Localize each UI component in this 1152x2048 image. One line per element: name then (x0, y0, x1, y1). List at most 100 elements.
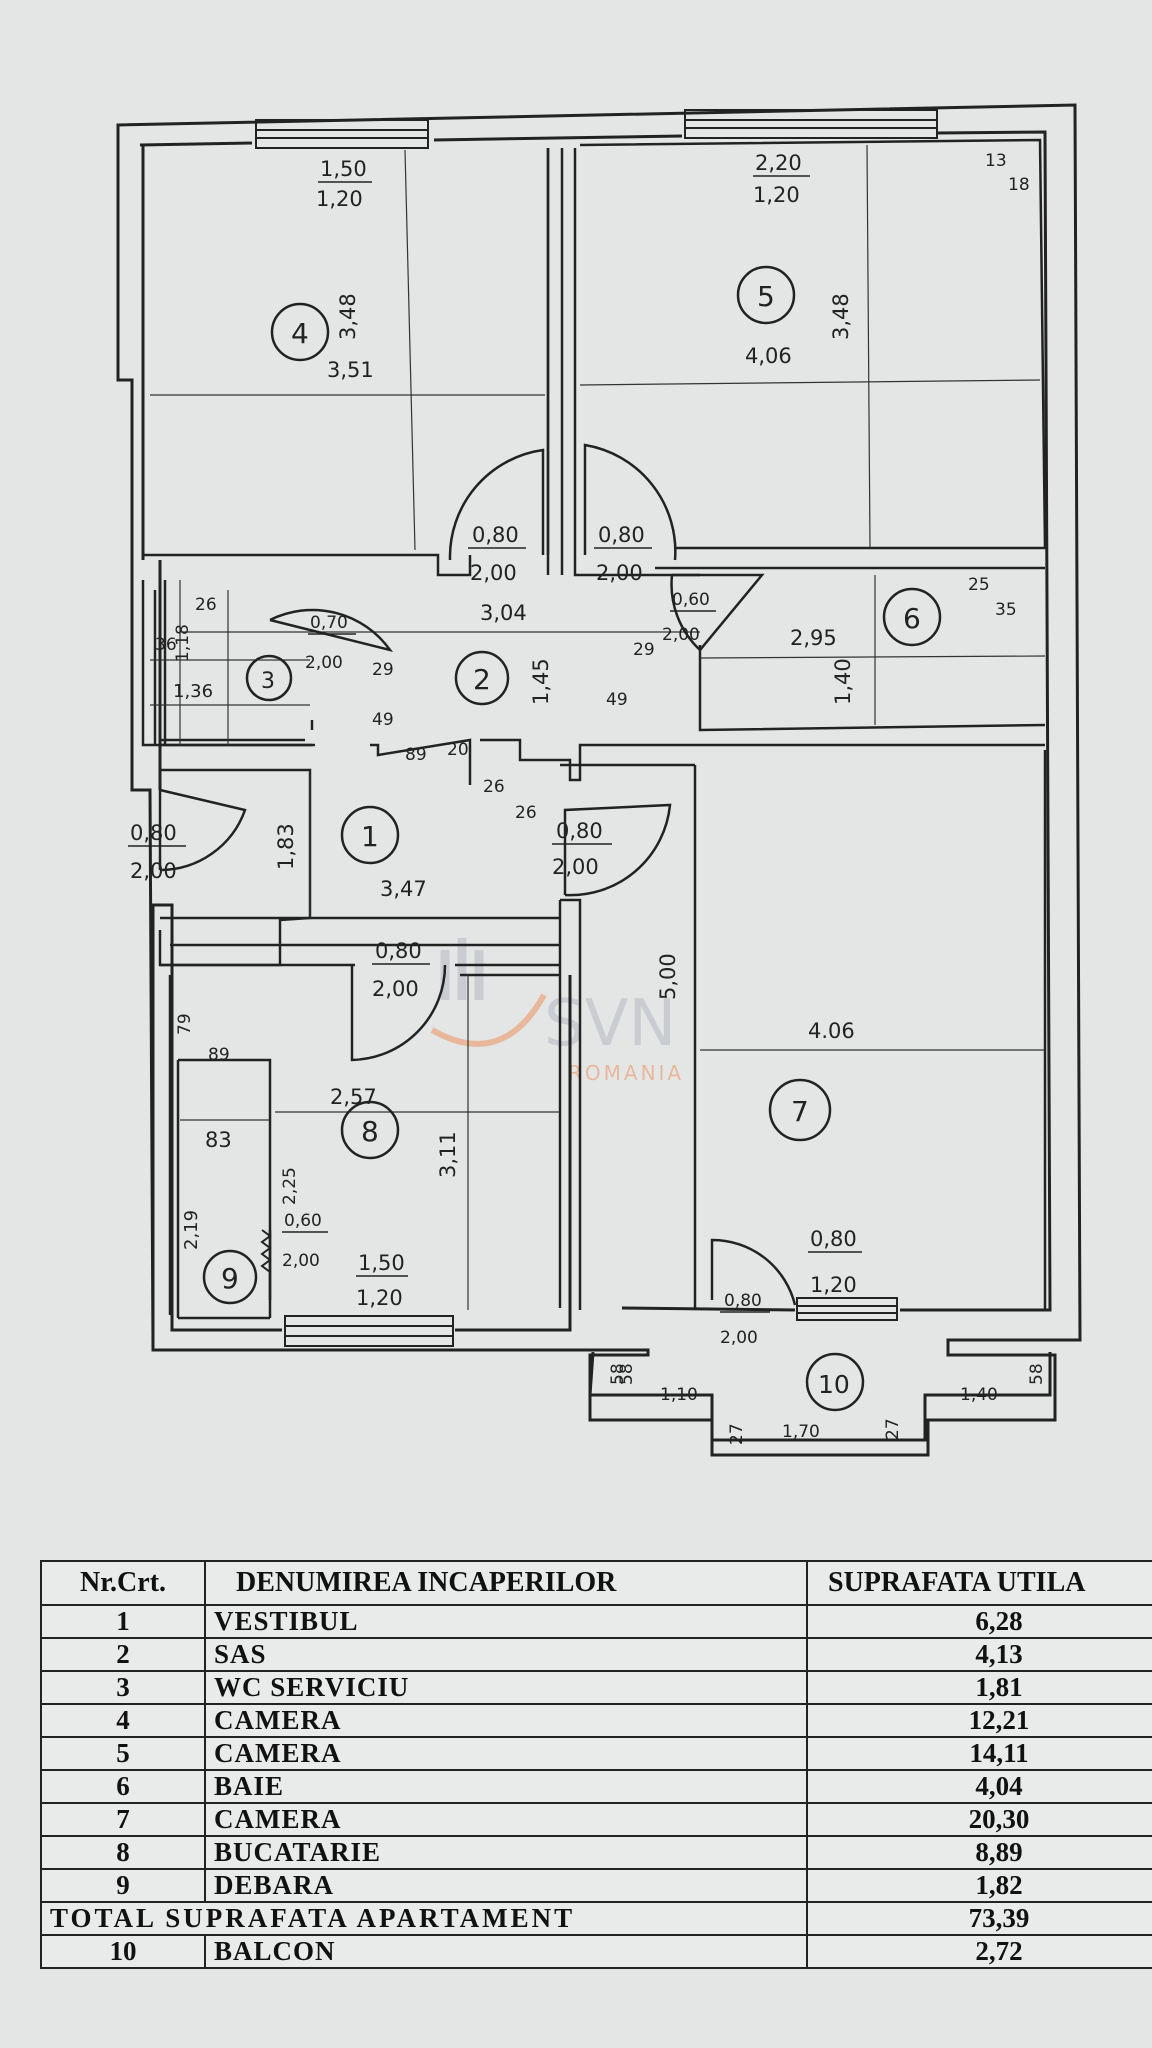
room1-width: 3,47 (380, 877, 427, 901)
row-area: 12,21 (806, 1703, 1152, 1738)
window-dims: 1,50 1,20 2,20 1,20 0,80 1,20 1,50 1,20 (316, 151, 862, 1310)
door8-height: 2,00 (372, 977, 419, 1001)
row-area: 4,13 (806, 1637, 1152, 1672)
room7-height: 5,00 (656, 953, 680, 1000)
win7-height: 1,20 (810, 1273, 857, 1297)
dim-79: 79 (175, 1013, 195, 1035)
balcony-width: 1,70 (782, 1422, 820, 1442)
row-nr: 2 (40, 1637, 206, 1672)
room8-width: 2,57 (330, 1085, 377, 1109)
grid-lines (150, 144, 1046, 1310)
watermark: SVN ROMANIA (430, 938, 684, 1085)
row-area: 1,81 (806, 1670, 1152, 1705)
room2-width: 3,04 (480, 601, 527, 625)
dim-2-25: 2,25 (280, 1167, 300, 1205)
balcony-door-height: 2,00 (720, 1328, 758, 1348)
dim-89b: 89 (208, 1045, 230, 1065)
door5-height: 2,00 (596, 561, 643, 585)
balcony-nr: 10 (40, 1934, 206, 1969)
door9-height: 2,00 (282, 1251, 320, 1271)
row-name: VESTIBUL (204, 1604, 808, 1639)
win5-height: 1,20 (753, 183, 800, 207)
outer-walls (116, 103, 1082, 1457)
watermark-brand: SVN (544, 987, 676, 1061)
room-number-4: 4 (291, 317, 309, 350)
area-table-container: Nr.Crt. DENUMIREA INCAPERILOR SUPRAFATA … (40, 1560, 1152, 2048)
door-swings (158, 443, 797, 1306)
room-number-8: 8 (361, 1115, 379, 1148)
room4-width: 3,51 (327, 358, 374, 382)
win5-width: 2,20 (755, 151, 802, 175)
door7-width: 0,80 (556, 819, 603, 843)
balcony-name: BALCON (204, 1934, 808, 1969)
area-table: Nr.Crt. DENUMIREA INCAPERILOR SUPRAFATA … (40, 1560, 1152, 1969)
table-row: 6 BAIE 4,04 (40, 1769, 1152, 1804)
dim-58a: 58 (617, 1363, 637, 1385)
room-number-3: 3 (261, 669, 275, 694)
dim-26b: 26 (483, 777, 505, 797)
folding-door (260, 1229, 272, 1273)
row-nr: 5 (40, 1736, 206, 1771)
room3-width: 1,36 (173, 681, 213, 702)
row-nr: 8 (40, 1835, 206, 1870)
total-area: 73,39 (806, 1901, 1152, 1936)
door4-height: 2,00 (470, 561, 517, 585)
win4-height: 1,20 (316, 187, 363, 211)
small-dims: 13 18 25 35 26 36 29 29 49 49 89 20 26 2… (155, 151, 1047, 1445)
floor-plan-drawing: SVN ROMANIA (116, 103, 1082, 1457)
entrance-door-width: 0,80 (130, 821, 177, 845)
door5-width: 0,80 (598, 523, 645, 547)
row-nr: 3 (40, 1670, 206, 1705)
door9-width: 0,60 (284, 1211, 322, 1231)
dim-49b: 49 (606, 690, 628, 710)
row-area: 14,11 (806, 1736, 1152, 1771)
room-number-7: 7 (791, 1095, 809, 1128)
row-nr: 9 (40, 1868, 206, 1903)
row-nr: 4 (40, 1703, 206, 1738)
row-nr: 7 (40, 1802, 206, 1837)
table-row: 2 SAS 4,13 (40, 1637, 1152, 1672)
door4-width: 0,80 (472, 523, 519, 547)
win8-width: 1,50 (358, 1251, 405, 1275)
room6-width: 2,95 (790, 626, 837, 650)
dim-1-10: 1,10 (660, 1385, 698, 1405)
row-name: BUCATARIE (204, 1835, 808, 1870)
row-area: 4,04 (806, 1769, 1152, 1804)
windows (255, 109, 938, 1347)
header-nr: Nr.Crt. (40, 1560, 206, 1606)
table-header-row: Nr.Crt. DENUMIREA INCAPERILOR SUPRAFATA … (40, 1560, 1152, 1606)
room9-height: 2,19 (181, 1210, 202, 1250)
dim-36: 36 (155, 635, 177, 655)
row-area: 6,28 (806, 1604, 1152, 1639)
row-area: 8,89 (806, 1835, 1152, 1870)
dim-35: 35 (995, 600, 1017, 620)
room8-height: 3,11 (436, 1131, 460, 1178)
dim-89a: 89 (405, 745, 427, 765)
dim-18: 18 (1008, 175, 1030, 195)
row-name: SAS (204, 1637, 808, 1672)
dim-58b: 58 (1027, 1363, 1047, 1385)
dim-25: 25 (968, 575, 990, 595)
watermark-sub: ROMANIA (568, 1061, 684, 1085)
door6-width: 0,60 (672, 590, 710, 610)
room-number-6: 6 (903, 602, 921, 635)
dim-27b: 27 (883, 1418, 903, 1440)
row-nr: 6 (40, 1769, 206, 1804)
room2-height: 1,45 (529, 658, 553, 705)
row-nr: 1 (40, 1604, 206, 1639)
header-name: DENUMIREA INCAPERILOR (204, 1560, 808, 1606)
dim-26c: 26 (515, 803, 537, 823)
row-name: CAMERA (204, 1703, 808, 1738)
win7-width: 0,80 (810, 1227, 857, 1251)
room-circles (202, 265, 942, 1412)
room4-height: 3,48 (336, 293, 360, 340)
win4-width: 1,50 (320, 157, 367, 181)
table-row: 8 BUCATARIE 8,89 (40, 1835, 1152, 1870)
row-area: 20,30 (806, 1802, 1152, 1837)
room3-height: 1,18 (173, 624, 193, 662)
row-name: WC SERVICIU (204, 1670, 808, 1705)
door3-height: 2,00 (305, 653, 343, 673)
balcony-depth: 58 (608, 1363, 628, 1385)
dim-20: 20 (447, 740, 469, 760)
table-row: 1 VESTIBUL 6,28 (40, 1604, 1152, 1639)
